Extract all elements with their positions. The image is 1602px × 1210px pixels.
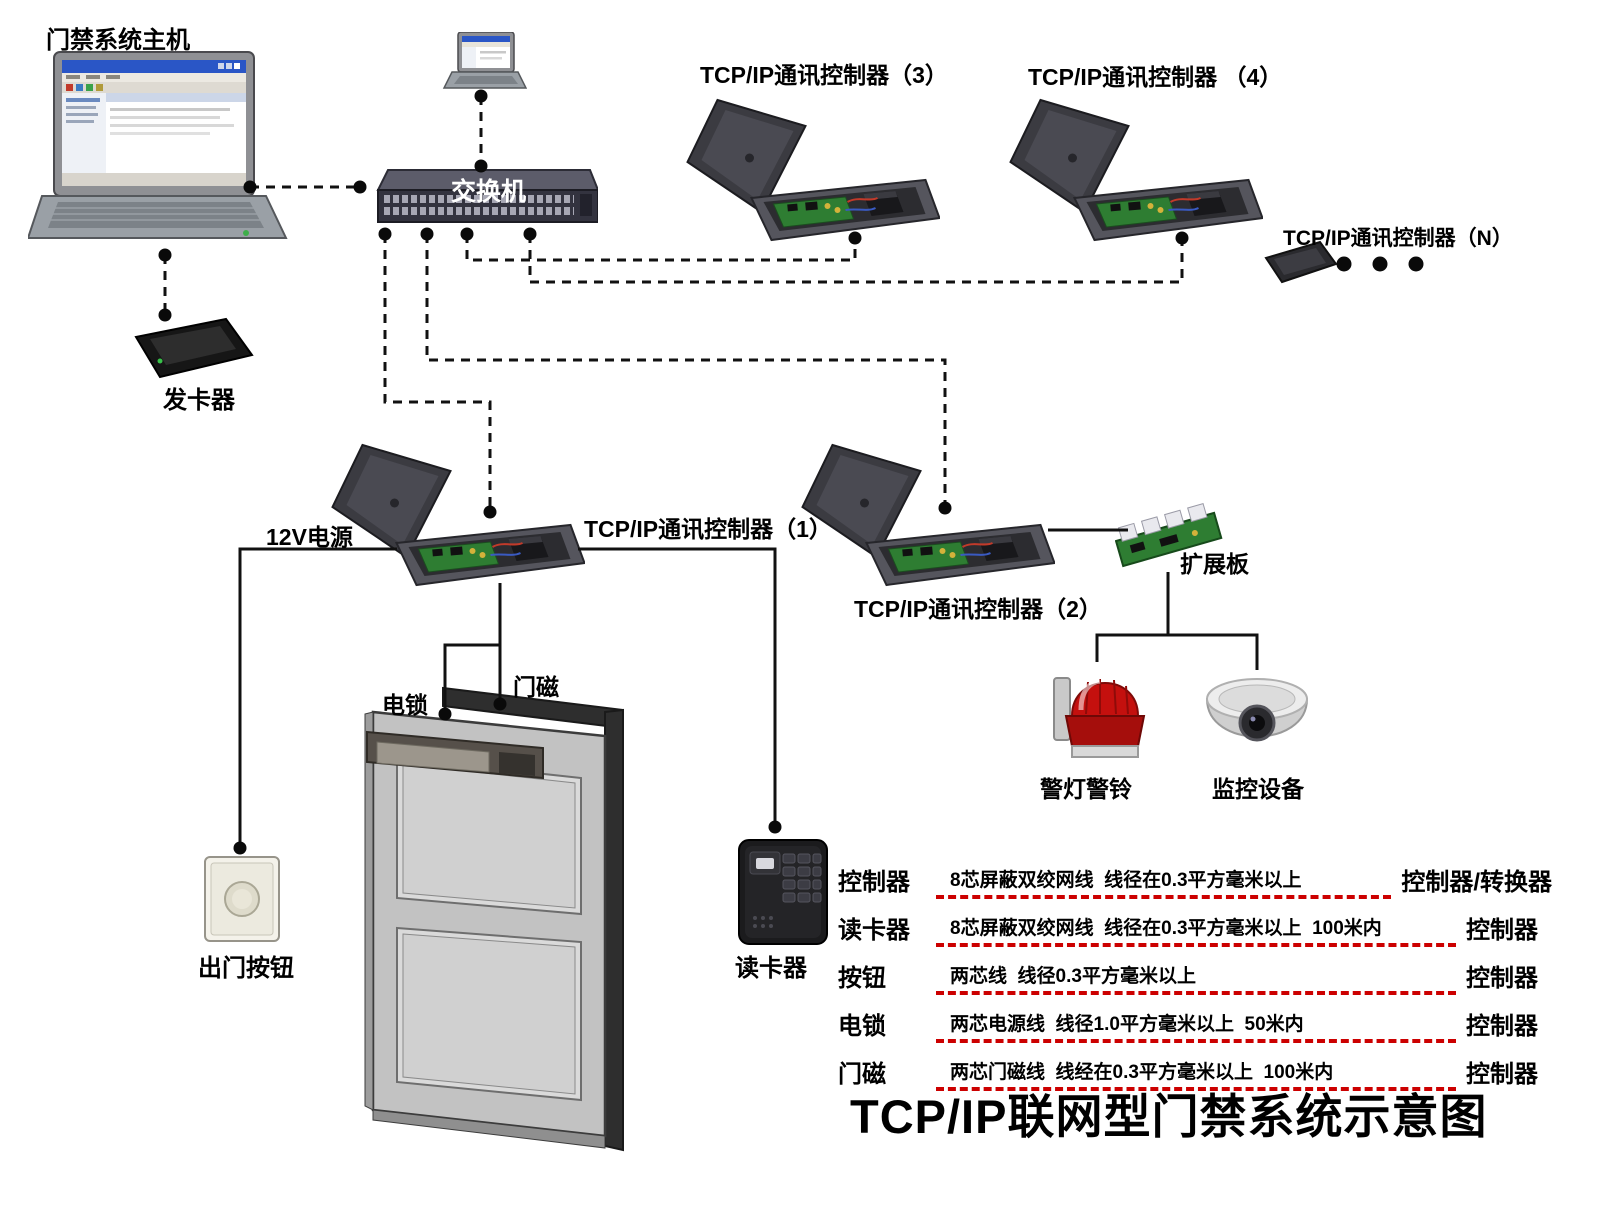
expansion-label: 扩展板 — [1180, 551, 1249, 577]
table-row: 读卡器 8芯屏蔽双绞网线 线径在0.3平方毫米以上 100米内 控制器 — [838, 910, 1552, 947]
wire-to: 控制器/转换器 — [1401, 869, 1552, 896]
table-row: 控制器 8芯屏蔽双绞网线 线径在0.3平方毫米以上 控制器/转换器 — [838, 862, 1552, 899]
ellipsis-dots — [1336, 256, 1424, 272]
controller4-label: TCP/IP通讯控制器 （4） — [1028, 64, 1283, 90]
wire-spec: 两芯线 线径0.3平方毫米以上 — [950, 966, 1196, 987]
card-reader-device — [738, 839, 828, 945]
wire-from: 门磁 — [838, 1061, 886, 1088]
wire-spec: 两芯门磁线 线经在0.3平方毫米以上 100米内 — [950, 1062, 1334, 1083]
host-laptop — [28, 51, 288, 239]
wire-to: 控制器 — [1466, 917, 1538, 944]
alarm-strobe-device — [1053, 677, 1146, 758]
wire-line: 两芯电源线 线径1.0平方毫米以上 50米内 — [936, 1009, 1456, 1043]
wire-from: 控制器 — [838, 869, 910, 896]
exit-button-label: 出门按钮 — [198, 955, 294, 982]
wire-line: 两芯门磁线 线经在0.3平方毫米以上 100米内 — [936, 1057, 1456, 1091]
table-row: 门磁 两芯门磁线 线经在0.3平方毫米以上 100米内 控制器 — [838, 1054, 1552, 1091]
controller-3-device — [686, 99, 940, 241]
exit-button-device — [204, 856, 280, 942]
network-switch — [376, 169, 598, 223]
wire-from: 按钮 — [838, 965, 886, 992]
wire-spec: 两芯电源线 线径1.0平方毫米以上 50米内 — [950, 1014, 1304, 1035]
wire-line: 8芯屏蔽双绞网线 线径在0.3平方毫米以上 — [936, 865, 1392, 899]
card-reader-label: 读卡器 — [735, 955, 807, 982]
card-issuer-device — [134, 317, 254, 379]
wire-line: 8芯屏蔽双绞网线 线径在0.3平方毫米以上 100米内 — [936, 913, 1456, 947]
wiring-table: 控制器 8芯屏蔽双绞网线 线径在0.3平方毫米以上 控制器/转换器 读卡器 8芯… — [838, 862, 1552, 1102]
controller1-label: TCP/IP通讯控制器（1） — [584, 516, 832, 542]
wire-spec: 8芯屏蔽双绞网线 线径在0.3平方毫米以上 — [950, 870, 1302, 891]
lock-label: 电锁 — [382, 692, 428, 718]
wire-from: 电锁 — [838, 1013, 886, 1040]
switch-label: 交换机 — [451, 178, 527, 206]
controller-n-device — [1264, 240, 1338, 284]
alarm-label: 警灯警铃 — [1040, 776, 1132, 802]
magnet-label: 门磁 — [513, 674, 559, 700]
client-laptop — [442, 32, 527, 89]
card-issuer-label: 发卡器 — [163, 387, 235, 414]
controller-1-device — [331, 444, 585, 586]
door-frame-right — [604, 708, 624, 1152]
expansion-board-device — [1115, 502, 1223, 568]
camera-label: 监控设备 — [1212, 776, 1304, 802]
wire-line: 两芯线 线径0.3平方毫米以上 — [936, 961, 1456, 995]
table-row: 电锁 两芯电源线 线径1.0平方毫米以上 50米内 控制器 — [838, 1006, 1552, 1043]
wire-to: 控制器 — [1466, 1013, 1538, 1040]
controller-2-device — [801, 444, 1055, 586]
host-label: 门禁系统主机 — [46, 27, 190, 54]
controllerN-label: TCP/IP通讯控制器（N） — [1283, 227, 1513, 250]
controller-4-device — [1009, 99, 1263, 241]
keypad — [782, 853, 822, 903]
wire-from: 读卡器 — [838, 917, 910, 944]
speaker-holes — [753, 916, 773, 928]
controller3-label: TCP/IP通讯控制器（3） — [700, 62, 948, 88]
table-row: 按钮 两芯线 线径0.3平方毫米以上 控制器 — [838, 958, 1552, 995]
wire-spec: 8芯屏蔽双绞网线 线径在0.3平方毫米以上 100米内 — [950, 918, 1382, 939]
controller2-label: TCP/IP通讯控制器（2） — [854, 596, 1102, 622]
power-label: 12V电源 — [266, 524, 353, 550]
wire-to: 控制器 — [1466, 1061, 1538, 1088]
diagram-title: TCP/IP联网型门禁系统示意图 — [850, 1090, 1488, 1143]
dome-camera-device — [1205, 678, 1309, 742]
door-assembly — [364, 686, 624, 1152]
wire-to: 控制器 — [1466, 965, 1538, 992]
